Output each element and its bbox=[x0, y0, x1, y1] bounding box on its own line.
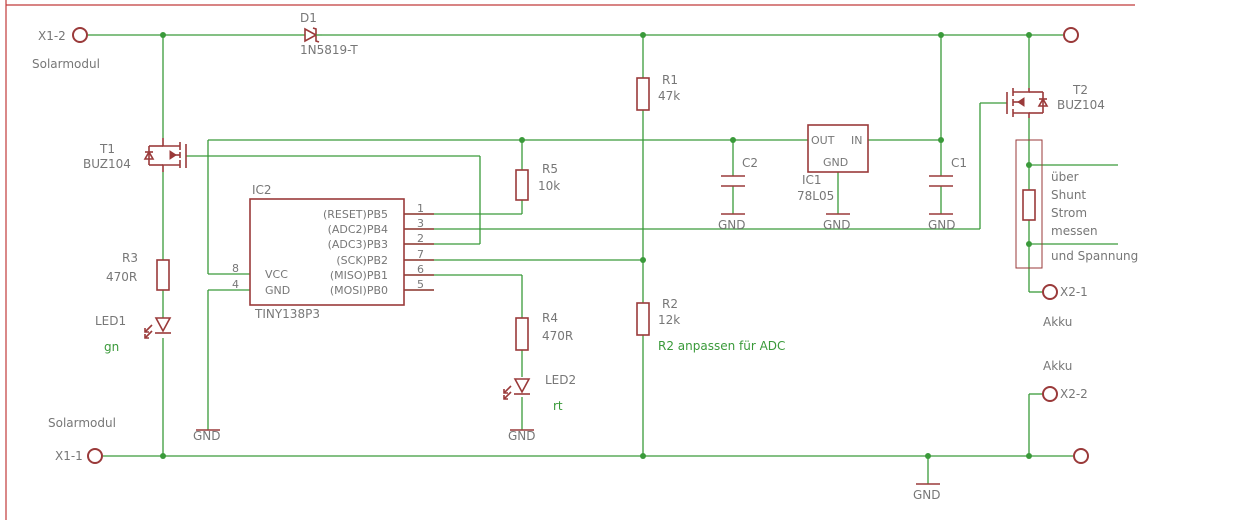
gnd-label-bottom: GND bbox=[913, 488, 941, 502]
ic1-value: 78L05 bbox=[797, 189, 834, 203]
r2-value: 12k bbox=[658, 313, 680, 327]
r4-name: R4 bbox=[542, 311, 558, 325]
ic2-value: TINY138P3 bbox=[254, 307, 320, 321]
mosfet-t1-symbol bbox=[143, 138, 187, 172]
ic1-body bbox=[807, 124, 869, 173]
ic2-pin-number: 4 bbox=[232, 278, 239, 291]
ic2-pin-label: (MISO)PB1 bbox=[330, 269, 388, 282]
d1-value: 1N5819-T bbox=[300, 43, 358, 57]
r5-value: 10k bbox=[538, 179, 560, 193]
r2-body bbox=[636, 302, 650, 336]
ic2-pin-number: 5 bbox=[417, 278, 424, 291]
shunt-frame bbox=[1015, 139, 1043, 269]
r4-body bbox=[515, 317, 529, 351]
x2-1-label: X2-1 bbox=[1060, 285, 1088, 299]
r1-name: R1 bbox=[662, 73, 678, 87]
t2-value: BUZ104 bbox=[1057, 98, 1105, 112]
x1-1-pad bbox=[87, 448, 103, 464]
top-right-pad bbox=[1063, 27, 1079, 43]
x2-2-label: X2-2 bbox=[1060, 387, 1088, 401]
ic2-pin-label: (MOSI)PB0 bbox=[330, 284, 388, 297]
led1-symbol bbox=[144, 317, 172, 339]
ic2-pin-label: (SCK)PB2 bbox=[336, 254, 388, 267]
led2-symbol bbox=[503, 378, 531, 400]
shunt-note-line: über bbox=[1051, 170, 1079, 184]
ic2-pin-label: VCC bbox=[265, 268, 288, 281]
r1-value: 47k bbox=[658, 89, 680, 103]
ic2-pins: (RESET)PB5 1 (ADC2)PB4 3 (ADC3)PB3 2 (SCK)PB2 7… bbox=[232, 202, 434, 297]
bottom-right-pad bbox=[1073, 448, 1089, 464]
gnd-label-led2: GND bbox=[508, 429, 536, 443]
r2-note: R2 anpassen für ADC bbox=[658, 339, 785, 353]
ic2-pin-number: 2 bbox=[417, 232, 424, 245]
shunt-resistor-body bbox=[1022, 189, 1036, 221]
ic2-pin-number: 7 bbox=[417, 248, 424, 261]
ic1-name: IC1 bbox=[802, 173, 822, 187]
ic2-body bbox=[249, 198, 405, 306]
diode-d1-symbol bbox=[300, 27, 322, 43]
x2-1-pad bbox=[1042, 284, 1058, 300]
gnd-label-ic2: GND bbox=[193, 429, 221, 443]
r3-body bbox=[156, 259, 170, 291]
ic1-pin-in: IN bbox=[851, 134, 862, 147]
gnd-label-ic1: GND bbox=[823, 218, 851, 232]
t2-name: T2 bbox=[1072, 83, 1088, 97]
r3-name: R3 bbox=[122, 251, 138, 265]
ic2-pin-number: 6 bbox=[417, 263, 424, 276]
r5-name: R5 bbox=[542, 162, 558, 176]
ic2-pin-label: (ADC3)PB3 bbox=[328, 238, 388, 251]
solarmodul-top-label: Solarmodul bbox=[32, 57, 100, 71]
gnd-label-c1: GND bbox=[928, 218, 956, 232]
ic1-pin-gnd: GND bbox=[823, 156, 848, 169]
r5-body bbox=[515, 169, 529, 201]
ic2-name: IC2 bbox=[252, 183, 272, 197]
solarmodul-bottom-label: Solarmodul bbox=[48, 416, 116, 430]
capacitor-c1-symbol bbox=[929, 175, 953, 187]
ic2-pin-label: GND bbox=[265, 284, 290, 297]
led2-name: LED2 bbox=[545, 373, 576, 387]
x1-2-label: X1-2 bbox=[38, 29, 66, 43]
gnd-label-c2: GND bbox=[718, 218, 746, 232]
c2-name: C2 bbox=[742, 156, 758, 170]
r3-value: 470R bbox=[106, 270, 137, 284]
x2-2-pad bbox=[1042, 386, 1058, 402]
r2-name: R2 bbox=[662, 297, 678, 311]
ic2-pin-label: (RESET)PB5 bbox=[323, 208, 388, 221]
x1-1-label: X1-1 bbox=[55, 449, 83, 463]
shunt-note-line: Strom bbox=[1051, 206, 1087, 220]
t1-name: T1 bbox=[99, 142, 115, 156]
d1-name: D1 bbox=[300, 11, 317, 25]
ic2-pin-label: (ADC2)PB4 bbox=[328, 223, 388, 236]
mosfet-t2-symbol bbox=[1006, 88, 1049, 118]
wires bbox=[88, 34, 1118, 484]
shunt-note-line: Shunt bbox=[1051, 188, 1086, 202]
x1-2-pad bbox=[72, 27, 88, 43]
junctions bbox=[160, 32, 1032, 459]
ic2-pin-number: 8 bbox=[232, 262, 239, 275]
voltage-note: und Spannung bbox=[1051, 249, 1138, 263]
ic2-pin-number: 1 bbox=[417, 202, 424, 215]
r4-value: 470R bbox=[542, 329, 573, 343]
led1-name: LED1 bbox=[95, 314, 126, 328]
led2-color: rt bbox=[553, 399, 563, 413]
capacitor-c2-symbol bbox=[721, 175, 745, 187]
akku-label-2: Akku bbox=[1043, 359, 1072, 373]
ic2-pin-number: 3 bbox=[417, 217, 424, 230]
c1-name: C1 bbox=[951, 156, 967, 170]
t1-value: BUZ104 bbox=[83, 157, 131, 171]
shunt-note-line: messen bbox=[1051, 224, 1098, 238]
led1-color: gn bbox=[104, 340, 119, 354]
ic1-pin-out: OUT bbox=[811, 134, 835, 147]
akku-label-1: Akku bbox=[1043, 315, 1072, 329]
r1-body bbox=[636, 77, 650, 111]
